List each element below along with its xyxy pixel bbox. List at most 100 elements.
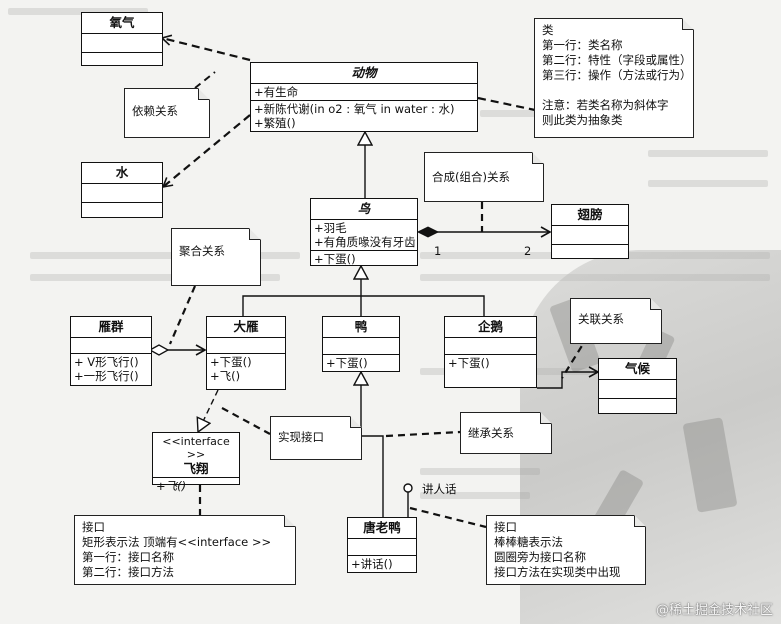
class-operations bbox=[82, 53, 162, 69]
class-name: 翅膀 bbox=[552, 205, 628, 226]
note-line: 接口 bbox=[494, 520, 517, 534]
class-name: 大雁 bbox=[207, 317, 285, 338]
composition-diamond bbox=[416, 226, 440, 238]
dependency-line-water bbox=[161, 114, 251, 189]
class-operations: +新陈代谢(in o2 : 氧气 in water : 水) +繁殖() bbox=[251, 101, 477, 131]
bg-text-line bbox=[420, 492, 530, 499]
class-attributes bbox=[82, 34, 162, 53]
class-name: 企鹅 bbox=[445, 317, 536, 338]
bg-text-line bbox=[8, 8, 148, 15]
note-interface-lollipop: 接口 棒棒糖表示法 圆圈旁为接口名称 接口方法在实现类中出现 bbox=[486, 515, 646, 585]
note-line: 第一行：类名称 bbox=[542, 38, 623, 52]
inheritance-bus bbox=[242, 295, 485, 316]
note-composition: 合成(组合)关系 bbox=[424, 152, 544, 202]
class-operations: +下蛋() +飞() bbox=[207, 354, 285, 384]
class-goose-flock[interactable]: 雁群 + V形飞行() +一形飞行() bbox=[70, 316, 152, 386]
watermark: @稀土掘金技术社区 bbox=[655, 603, 773, 618]
dependency-line-oxygen bbox=[160, 34, 251, 62]
note-inheritance: 继承关系 bbox=[460, 412, 552, 454]
class-operations bbox=[599, 399, 676, 415]
note-line: 接口 bbox=[82, 520, 105, 534]
note-anchor bbox=[168, 285, 197, 345]
class-name: 气候 bbox=[599, 359, 676, 380]
class-operation: + V形飞行() bbox=[74, 355, 139, 369]
class-operations: + V形飞行() +一形飞行() bbox=[71, 354, 151, 384]
class-name: 雁群 bbox=[71, 317, 151, 338]
class-attributes bbox=[207, 338, 285, 354]
class-attribute: +羽毛 bbox=[314, 221, 347, 235]
bg-text-line bbox=[420, 468, 540, 475]
class-donald-duck[interactable]: 唐老鸭 +讲话() bbox=[347, 517, 417, 573]
note-text: 依赖关系 bbox=[132, 104, 178, 118]
note-text: 聚合关系 bbox=[179, 244, 225, 258]
class-attributes bbox=[552, 226, 628, 245]
class-name: 唐老鸭 bbox=[348, 518, 416, 539]
note-text: 继承关系 bbox=[468, 426, 514, 440]
note-anchor bbox=[409, 506, 487, 529]
class-name: 鸟 bbox=[311, 199, 417, 220]
note-line: 第一行：接口名称 bbox=[82, 550, 174, 564]
class-operations bbox=[552, 245, 628, 261]
note-line: 注意：若类名称为斜体字 bbox=[542, 98, 669, 112]
note-line: 圆圈旁为接口名称 bbox=[494, 550, 586, 564]
class-operation: +一形飞行() bbox=[74, 369, 139, 383]
class-attribute: +有角质喙没有牙齿 bbox=[314, 235, 416, 249]
class-duck[interactable]: 鸭 +下蛋() bbox=[322, 316, 400, 372]
class-name: 氧气 bbox=[82, 13, 162, 34]
note-line bbox=[542, 83, 686, 98]
class-climate[interactable]: 气候 bbox=[598, 358, 677, 414]
class-wing[interactable]: 翅膀 bbox=[551, 204, 629, 259]
note-anchor bbox=[221, 407, 271, 435]
interface-fly[interactable]: <<interface >> 飞翔 +飞() bbox=[152, 432, 240, 493]
class-name: 鸭 bbox=[323, 317, 399, 338]
multiplicity-label: 2 bbox=[524, 244, 532, 258]
interface-stereotype: <<interface >> bbox=[162, 435, 230, 461]
note-aggregation: 聚合关系 bbox=[171, 228, 261, 286]
interface-name: 飞翔 bbox=[153, 461, 239, 478]
class-operation: +下蛋() bbox=[326, 356, 368, 370]
class-attributes: +羽毛 +有角质喙没有牙齿 bbox=[311, 220, 417, 251]
note-class-explanation: 类 第一行：类名称 第二行：特性（字段或属性） 第三行：操作（方法或行为） 注意… bbox=[534, 18, 694, 138]
class-bird[interactable]: 鸟 +羽毛 +有角质喙没有牙齿 +下蛋() bbox=[310, 198, 418, 266]
note-anchor bbox=[477, 96, 536, 112]
bg-text-line bbox=[648, 150, 768, 157]
class-animal[interactable]: 动物 +有生命 +新陈代谢(in o2 : 氧气 in water : 水) +… bbox=[250, 62, 478, 132]
class-attribute: +有生命 bbox=[251, 84, 477, 101]
note-text: 关联关系 bbox=[578, 312, 624, 326]
note-line: 类 bbox=[542, 23, 554, 37]
class-attributes bbox=[445, 338, 536, 355]
note-text: 合成(组合)关系 bbox=[432, 170, 510, 184]
bg-text-line bbox=[30, 274, 280, 281]
lollipop-circle bbox=[403, 483, 413, 493]
note-dependency: 依赖关系 bbox=[124, 88, 210, 138]
note-line: 第三行：操作（方法或行为） bbox=[542, 68, 692, 82]
class-name: 水 bbox=[82, 163, 162, 184]
class-oxygen[interactable]: 氧气 bbox=[81, 12, 163, 66]
class-operations bbox=[82, 203, 162, 219]
class-attributes bbox=[323, 338, 399, 355]
note-anchor bbox=[385, 430, 461, 438]
note-line: 则此类为抽象类 bbox=[542, 113, 623, 127]
class-wild-goose[interactable]: 大雁 +下蛋() +飞() bbox=[206, 316, 286, 390]
note-association: 关联关系 bbox=[570, 298, 662, 344]
bg-text-line bbox=[420, 274, 770, 281]
class-water[interactable]: 水 bbox=[81, 162, 163, 218]
note-anchor bbox=[561, 335, 589, 379]
class-operation: +讲话() bbox=[351, 557, 393, 571]
class-attributes bbox=[71, 338, 151, 354]
class-penguin[interactable]: 企鹅 +下蛋() bbox=[444, 316, 537, 388]
class-name: 动物 bbox=[251, 63, 477, 84]
bg-text-line bbox=[30, 252, 300, 259]
class-operation: +下蛋() bbox=[314, 252, 356, 266]
class-attributes bbox=[348, 539, 416, 556]
interface-operation: +飞() bbox=[156, 479, 187, 493]
bg-text-line bbox=[648, 180, 768, 187]
bg-text-line bbox=[480, 110, 540, 117]
class-operation: +新陈代谢(in o2 : 氧气 in water : 水) bbox=[254, 102, 455, 116]
realization-line bbox=[198, 389, 219, 432]
note-anchor bbox=[194, 71, 216, 89]
class-attributes bbox=[599, 380, 676, 399]
multiplicity-label: 1 bbox=[434, 244, 442, 258]
